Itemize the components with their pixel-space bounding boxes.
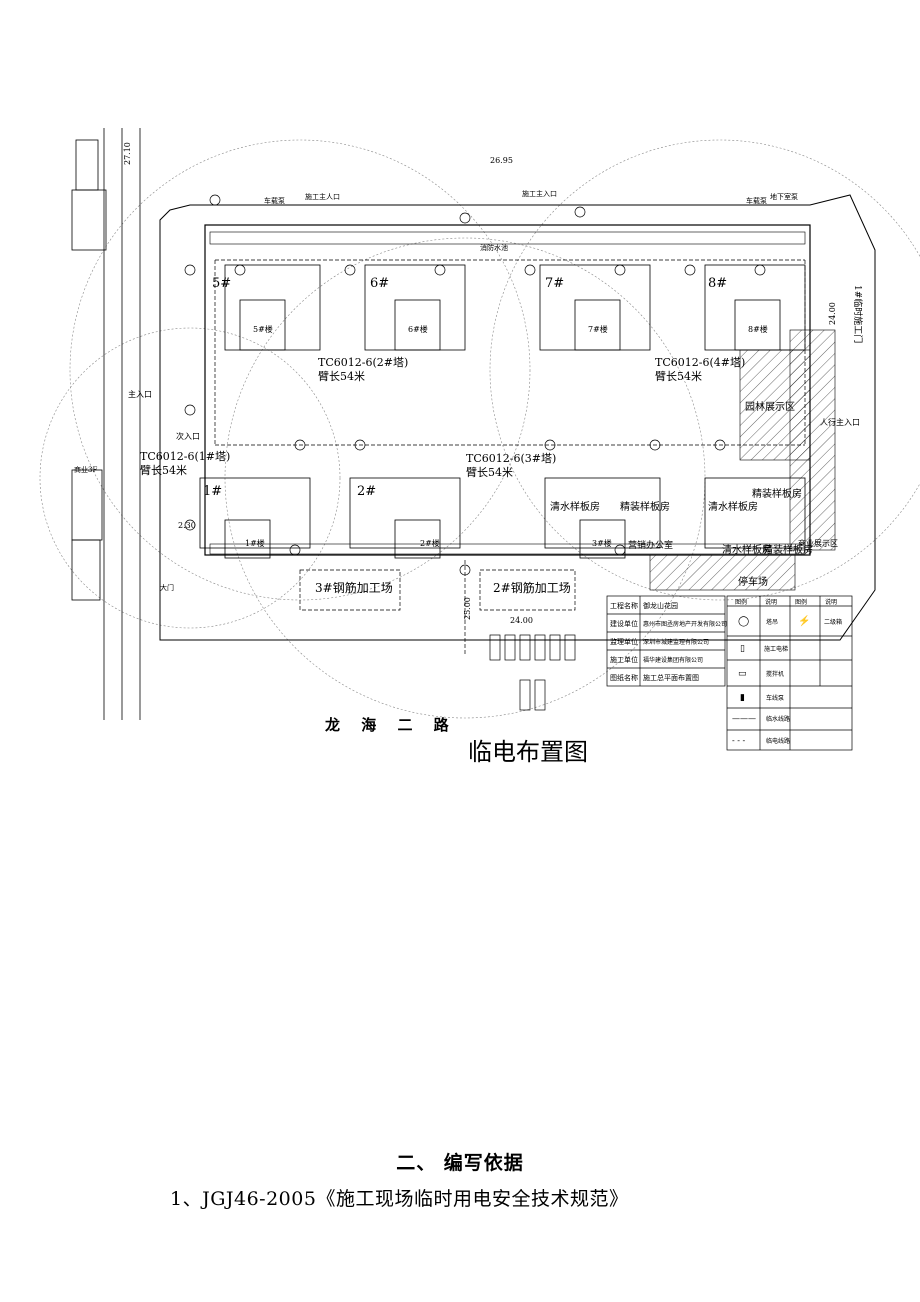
crane-markers [184, 194, 766, 576]
legend-desc-4: 临水线路 [766, 715, 790, 723]
legend-desc-0: 塔吊 [766, 618, 778, 626]
fire-pool-label: 消防水池 [480, 243, 508, 252]
building-5-small: 5#楼 [253, 324, 273, 334]
parking-label: 停车场 [738, 575, 768, 588]
info-key-2: 监理单位 [610, 637, 638, 646]
top-buildings [224, 264, 806, 351]
crane-4-arm: 臂长54米 [655, 370, 702, 383]
sales-office: 营销办公室 [628, 539, 673, 551]
dim-right: 24.00 [828, 302, 837, 325]
building-1-label: 1# [203, 484, 222, 499]
bottom-buildings [199, 477, 806, 559]
crane-3-arm: 臂长54米 [466, 466, 513, 479]
sample-room-5: 清水样板房 [722, 543, 772, 556]
site-plan-drawing: 5# 6# 7# 8# 5#楼 6#楼 7#楼 8#楼 1# 2# 1#楼 2#… [39, 128, 920, 766]
legend-sym-4: ——— [732, 714, 756, 723]
building-1-small: 1#楼 [245, 538, 265, 548]
pump-label: 地下室泵 [770, 192, 798, 201]
sample-room-3: 清水样板房 [708, 500, 758, 513]
site-boundary [159, 194, 876, 641]
legend-h1: 说明 [765, 598, 777, 606]
crane-1-arm: 臂长54米 [140, 464, 187, 477]
dim-bottom-b: 25.00 [463, 597, 472, 620]
legend-text: 图例 说明 图例 说明 ◯ 塔吊 ⚡ 二级箱 ▯ 施工电梯 ▭ 搅拌机 ▮ 车线… [732, 598, 842, 745]
info-key-0: 工程名称 [610, 601, 638, 610]
dim-top-mid: 26.95 [490, 156, 513, 165]
rebar-yard-3 [299, 569, 401, 611]
legend-h3: 说明 [825, 598, 837, 606]
electrical-lines [214, 259, 806, 655]
legend-sym-3: ▮ [740, 693, 745, 703]
info-table [606, 595, 726, 687]
secondary-entrance-label: 次入口 [176, 431, 200, 441]
left-road [71, 128, 141, 720]
info-val-0: 御龙山花园 [643, 601, 678, 610]
commercial-hatch [649, 554, 796, 591]
reference-item-1: 1、JGJ46-2005《施工现场临时用电安全技术规范》 [170, 1188, 629, 1210]
building-6-label: 6# [370, 276, 389, 291]
building-3-small: 3#楼 [592, 538, 612, 548]
legend-desc2-0: 二级箱 [824, 618, 842, 626]
legend-desc-3: 车线泵 [766, 694, 784, 702]
info-table-text: 工程名称 御龙山花园 建设单位 惠州市图丞房地产开发有限公司 监理单位 深圳市城… [610, 601, 727, 682]
rebar-2-label: 2#钢筋加工场 [493, 580, 571, 595]
distribution-boxes [489, 634, 576, 711]
pedestrian-label: 人行主入口 [820, 417, 860, 427]
crane-2-arm: 臂长54米 [318, 370, 365, 383]
rebar-yard-2 [479, 569, 576, 611]
legend-h0: 图例 [735, 598, 747, 606]
car-wash-2-label: 车载泵 [746, 196, 767, 205]
building-2-label: 2# [357, 484, 376, 499]
info-key-1: 建设单位 [610, 619, 638, 628]
legend-table [726, 595, 853, 751]
legend-sym-1: ▯ [740, 644, 745, 654]
crane-4-model: TC6012-6(4#塔) [655, 356, 745, 369]
legend-sym-0: ◯ [738, 616, 749, 627]
landscape-label: 园林展示区 [745, 400, 795, 413]
sample-room-6: 精装样板房 [763, 543, 813, 556]
building-5-label: 5# [212, 276, 231, 291]
sample-room-4: 精装样板房 [752, 487, 802, 500]
commercial-label: 商业展示区 [798, 538, 838, 548]
building-8-label: 8# [708, 276, 727, 291]
commercial-left-label: 商业3F [74, 465, 97, 474]
dim-top-left: 27.10 [123, 142, 132, 165]
info-val-3: 福华建设集团有限公司 [643, 656, 703, 664]
legend-desc-2: 搅拌机 [766, 670, 784, 678]
legend-desc-1: 施工电梯 [764, 645, 788, 653]
crane-3-model: TC6012-6(3#塔) [466, 452, 556, 465]
north-gate-label: 施工主人口 [305, 192, 340, 201]
drawing-title: 临电布置图 [468, 738, 588, 766]
building-2-small: 2#楼 [420, 538, 440, 548]
info-key-4: 图纸名称 [610, 673, 638, 682]
rebar-3-label: 3#钢筋加工场 [315, 580, 393, 595]
info-val-4: 施工总平面布置图 [643, 673, 699, 682]
info-val-1: 惠州市图丞房地产开发有限公司 [643, 620, 727, 628]
dim-side: 2.30 [178, 521, 196, 530]
section-heading: 二、 编写依据 [396, 1152, 524, 1174]
legend-sym-5: - - - [732, 736, 745, 745]
dim-bottom-a: 24.00 [510, 616, 533, 625]
right-vertical-label: 1#临时施工门 [852, 285, 864, 343]
info-val-2: 深圳市城建监理有限公司 [643, 638, 709, 646]
gate-2-label: 施工主入口 [522, 189, 557, 198]
legend-sym2-0: ⚡ [798, 614, 810, 627]
car-wash-label: 车载泵 [264, 196, 285, 205]
main-entrance-label: 主入口 [128, 389, 152, 399]
legend-sym-2: ▭ [738, 669, 747, 679]
building-7-label: 7# [545, 276, 564, 291]
legend-h2: 图例 [795, 598, 807, 606]
info-key-3: 施工单位 [610, 655, 638, 664]
legend-desc-5: 临电线路 [766, 737, 790, 745]
road-name: 龙 海 二 路 [324, 716, 457, 734]
building-8-small: 8#楼 [748, 324, 768, 334]
crane-1-model: TC6012-6(1#塔) [140, 450, 230, 463]
building-6-small: 6#楼 [408, 324, 428, 334]
sample-room-2: 精装样板房 [620, 500, 670, 513]
building-7-small: 7#楼 [588, 324, 608, 334]
sample-room-1: 清水样板房 [550, 500, 600, 513]
crane-2-model: TC6012-6(2#塔) [318, 356, 408, 369]
gate-3-label: 大门 [160, 583, 174, 592]
